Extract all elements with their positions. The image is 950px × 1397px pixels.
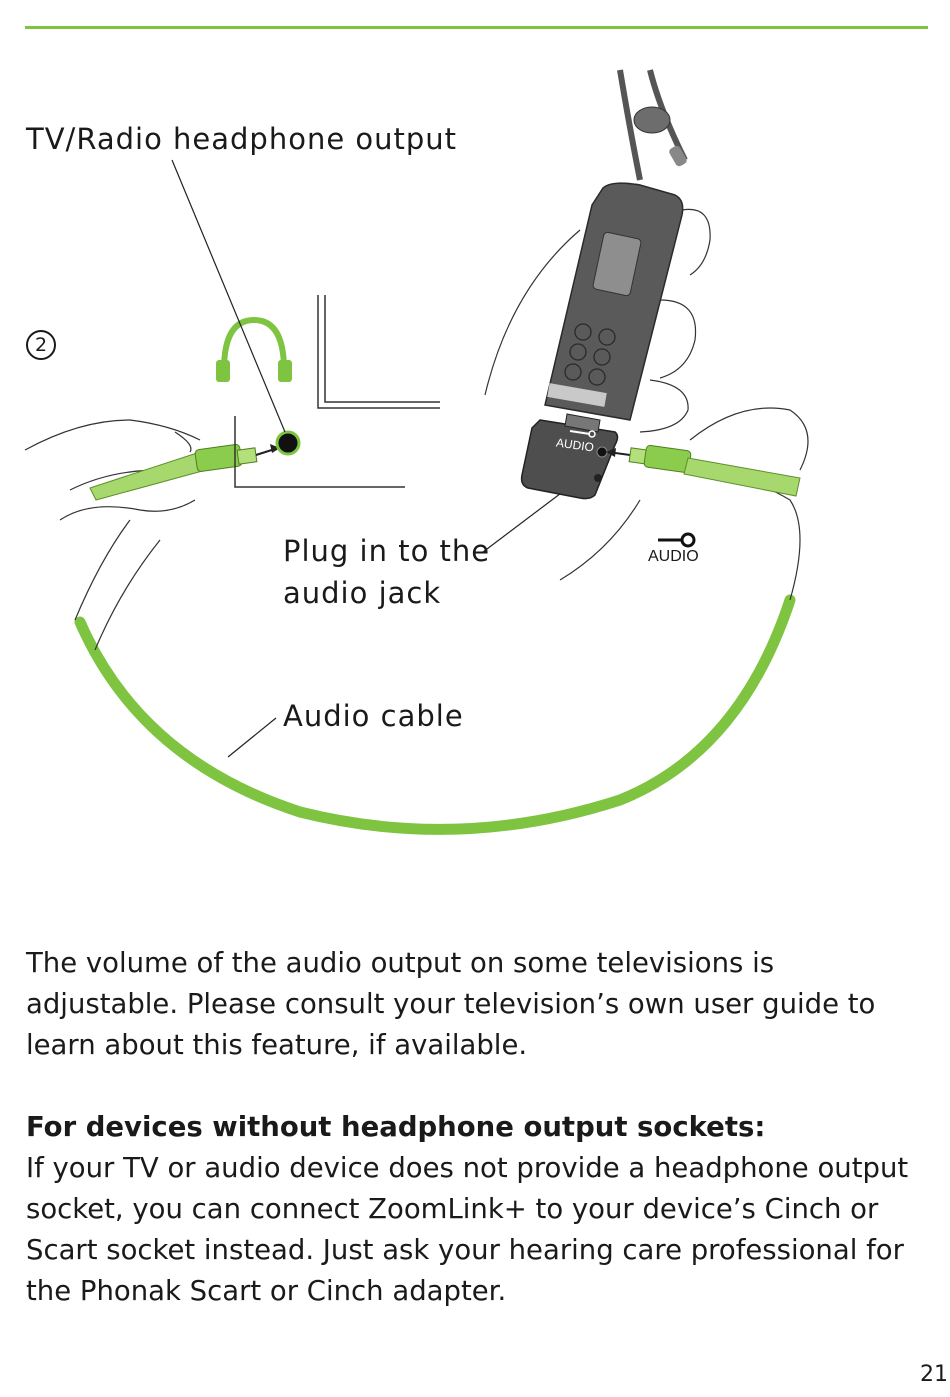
section-heading: For devices without headphone output soc… [26,1111,766,1143]
label-audio-cable: Audio cable [283,699,464,733]
audio-symbol-label: AUDIO [648,548,699,565]
paragraph-adapter: If your TV or audio device does not prov… [26,1152,909,1307]
right-hand [484,208,809,601]
headphone-icon [216,316,292,382]
audio-jack-symbol-icon [658,532,696,548]
right-plug [606,444,801,497]
label-tv-radio-output: TV/Radio headphone output [26,122,458,156]
connection-illustration [24,69,809,835]
step-marker: 2 [26,330,56,360]
leader-output [171,159,286,433]
paragraph-volume: The volume of the audio output on some t… [26,947,876,1061]
zoomlink-device [520,182,684,500]
leader-cable [227,717,277,758]
left-plug [89,443,280,501]
label-plug-line1: Plug in to the [283,534,491,568]
audio-cable [74,594,796,835]
label-plug-line2: audio jack [283,576,442,610]
headphone-socket [275,430,301,456]
tv-outline [234,295,440,488]
top-rule [25,26,928,29]
lanyard [617,69,688,181]
page-number: 21 [920,1362,948,1387]
section-no-headphone-output: For devices without headphone output soc… [26,1107,931,1312]
